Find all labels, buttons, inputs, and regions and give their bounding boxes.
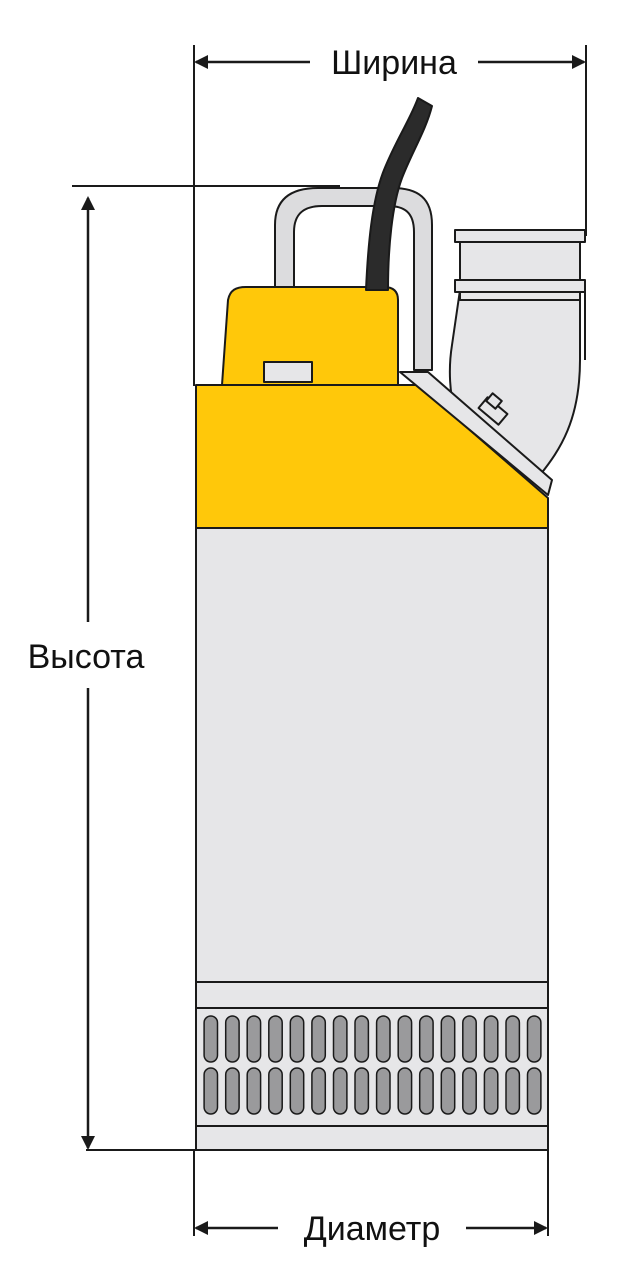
height-label-bg (18, 628, 154, 684)
grille-slot (354, 1015, 370, 1063)
power-cable (365, 97, 433, 291)
flange-bolt-head (485, 392, 503, 410)
base-ring (195, 1125, 549, 1151)
grille-slot (289, 1067, 305, 1115)
grille-slot (354, 1067, 370, 1115)
upper-housing (195, 384, 549, 529)
grille-slot (375, 1015, 391, 1063)
grille-slot (246, 1067, 262, 1115)
grille-slot (375, 1067, 391, 1115)
main-body (195, 527, 549, 983)
handle-bolt (263, 361, 313, 383)
grille-slot (224, 1067, 240, 1115)
elbow-collar-top (454, 229, 586, 243)
grille-slot (203, 1015, 219, 1063)
outlet-flange (399, 371, 553, 496)
grille-slot (462, 1015, 477, 1063)
grille-slot (526, 1067, 542, 1115)
lower-band (195, 981, 549, 1009)
grille-slot (418, 1015, 434, 1063)
grille-slot (526, 1015, 542, 1063)
grille-slot (268, 1015, 283, 1063)
grille-slot (483, 1067, 499, 1115)
width-label-bg (314, 40, 474, 84)
grille-slot (246, 1015, 262, 1063)
grille-slot (224, 1015, 240, 1063)
height-label: Высота (28, 638, 145, 676)
grille-slot (418, 1067, 434, 1115)
grille-slot (440, 1067, 456, 1115)
diameter-label: Диаметр (304, 1210, 441, 1248)
grille-slot (505, 1067, 521, 1115)
width-label: Ширина (331, 44, 457, 82)
grille-slot (462, 1067, 477, 1115)
dimension-arrows (81, 55, 586, 1235)
grille-slot (397, 1067, 413, 1115)
grille-slot (311, 1015, 327, 1063)
grille-slot (505, 1015, 521, 1063)
grille-slot (311, 1067, 327, 1115)
grille-slot (268, 1067, 283, 1115)
grille-slot (289, 1015, 305, 1063)
pump (195, 97, 586, 1151)
grille-slot (332, 1015, 348, 1063)
grille-slot (483, 1015, 499, 1063)
diameter-label-bg (282, 1206, 462, 1250)
grille-slot (440, 1015, 456, 1063)
grille-slot (332, 1067, 348, 1115)
grille-slot (397, 1015, 413, 1063)
grille-slot (203, 1067, 219, 1115)
grille-slots (203, 1015, 542, 1115)
elbow-collar-mid (454, 279, 586, 293)
